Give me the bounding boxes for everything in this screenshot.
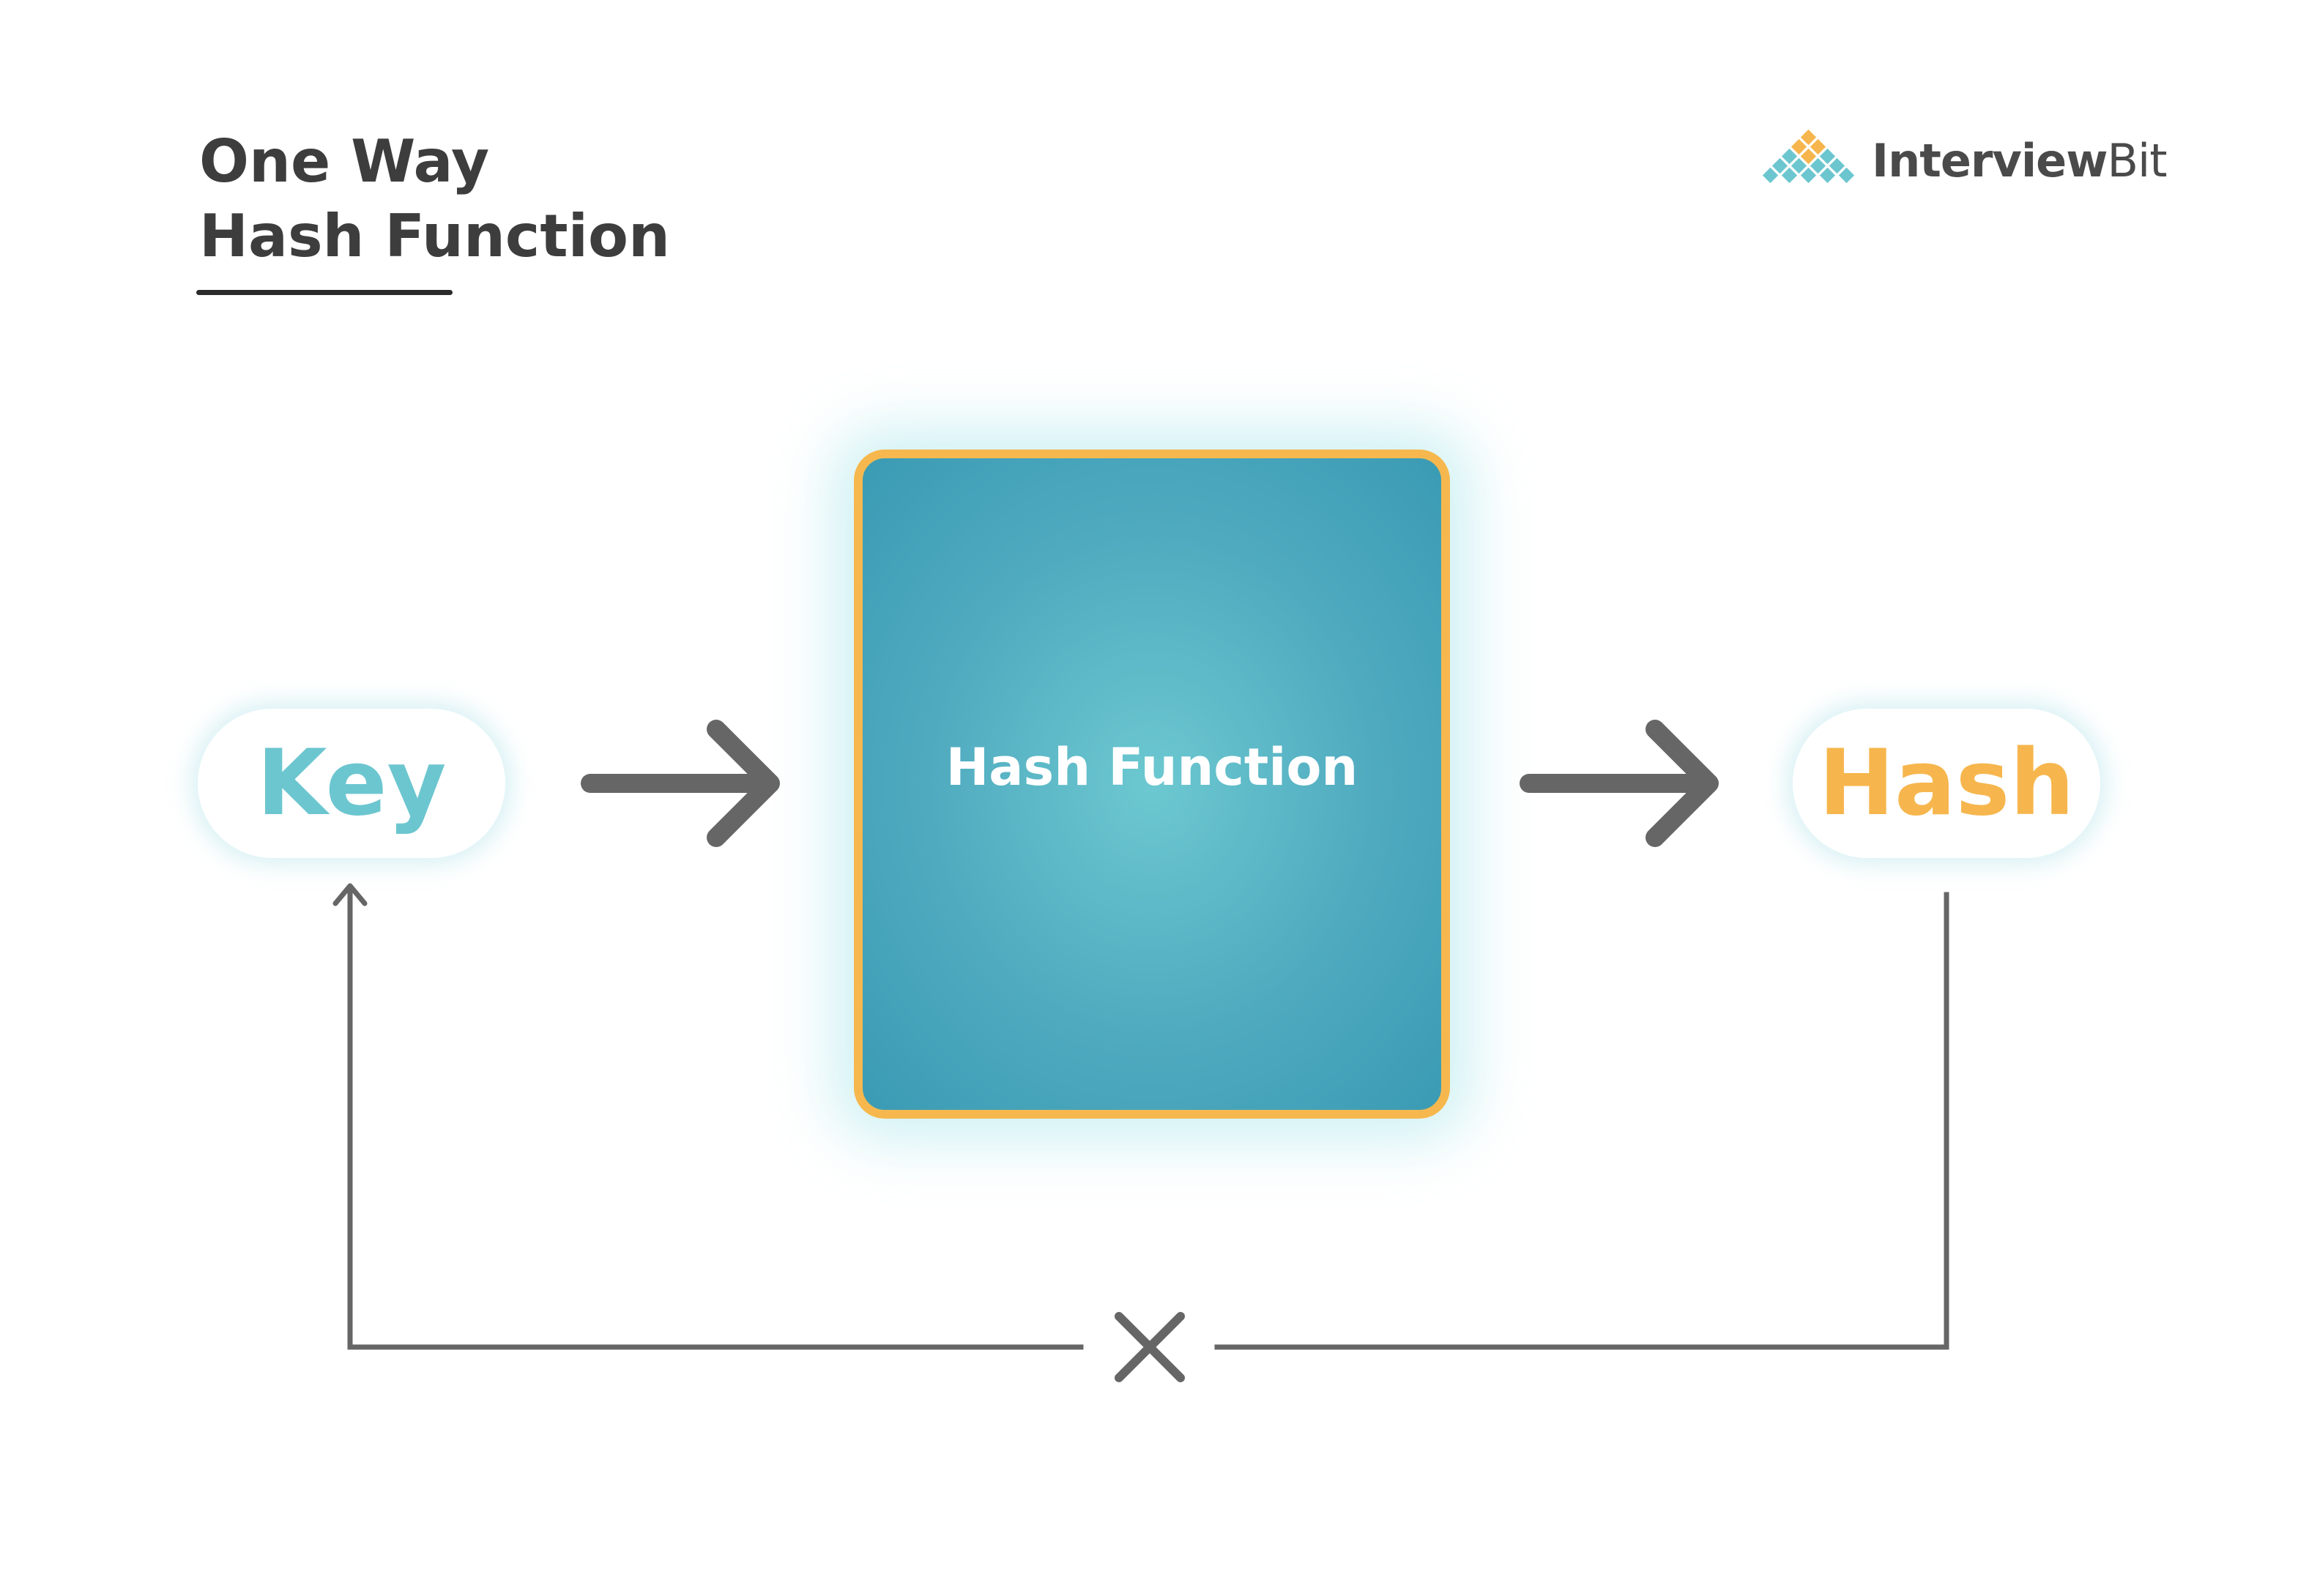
diagram-title: One Way Hash Function <box>199 124 670 274</box>
brand-name: InterviewBit <box>1872 133 2168 187</box>
hash-node: Hash <box>1793 709 2100 858</box>
brand-name-bold: Interview <box>1872 133 2108 187</box>
arrow-key-to-function-icon <box>581 720 780 847</box>
brand-name-light: Bit <box>2107 133 2167 187</box>
title-underline <box>196 290 453 295</box>
reverse-path-line <box>347 886 1949 1350</box>
arrow-function-to-hash-icon <box>1520 720 1719 847</box>
hash-function-box: Hash Function <box>854 450 1450 1119</box>
brand-logo: InterviewBit <box>1756 129 2168 192</box>
hash-function-label: Hash Function <box>945 737 1358 797</box>
key-node: Key <box>198 709 505 858</box>
logo-mark-icon <box>1760 129 1856 185</box>
reverse-arrowhead-icon <box>332 883 368 906</box>
blocked-cross-icon <box>1115 1312 1185 1382</box>
title-line-1: One Way <box>199 127 490 195</box>
title-line-2: Hash Function <box>199 202 670 270</box>
